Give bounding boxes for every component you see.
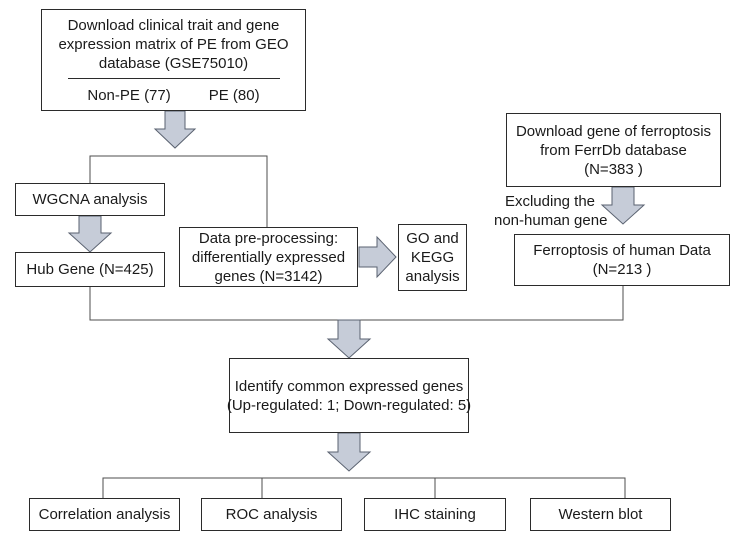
roc-analysis-box: ROC analysis [201, 498, 342, 531]
go-kegg-line1: GO and [406, 230, 459, 247]
go-kegg-line2: KEGG [410, 249, 455, 266]
preprocessing-line1: Data pre-processing: [198, 229, 339, 247]
ferroptosis-human-line2: (N=213 ) [592, 261, 652, 278]
go-kegg-line3: analysis [405, 268, 460, 285]
arrow-ferrdb-down [600, 186, 646, 225]
hub-gene-label: Hub Gene (N=425) [26, 261, 154, 278]
excluding-note: Excluding the non-human gene [494, 192, 608, 230]
excluding-line2: non-human gene [494, 212, 608, 229]
geo-title-line2: expression matrix of PE from GEO [58, 35, 289, 53]
excluding-line1: Excluding the [504, 193, 596, 210]
preprocessing-line3: genes (N=3142) [214, 267, 323, 285]
ihc-staining-box: IHC staining [364, 498, 506, 531]
connector-merge [89, 286, 624, 321]
arrow-to-go-kegg [358, 235, 397, 279]
common-genes-line2: (Up-regulated: 1; Down-regulated: 5) [226, 396, 472, 414]
wgcna-label: WGCNA analysis [32, 191, 148, 208]
roc-analysis-label: ROC analysis [225, 506, 318, 523]
arrow-merge-down [326, 319, 372, 359]
ferrdb-line3: (N=383 ) [584, 160, 643, 178]
ferrdb-download-box: Download gene of ferroptosis from FerrDb… [506, 113, 721, 187]
geo-title-line3: database (GSE75010) [98, 54, 249, 72]
ihc-staining-label: IHC staining [394, 506, 476, 523]
geo-download-box: Download clinical trait and gene express… [41, 9, 306, 111]
geo-groups: Non-PE (77) PE (80) [87, 86, 259, 105]
go-kegg-box: GO and KEGG analysis [398, 224, 467, 291]
ferroptosis-human-line1: Ferroptosis of human Data [533, 242, 711, 259]
arrow-geo-down [153, 110, 197, 149]
hub-gene-box: Hub Gene (N=425) [15, 252, 165, 287]
connector-bottom-split [102, 477, 626, 498]
ferrdb-line2: from FerrDb database [540, 141, 687, 159]
correlation-analysis-label: Correlation analysis [38, 506, 171, 523]
arrow-common-down [326, 432, 372, 472]
geo-group-non-pe: Non-PE (77) [87, 86, 171, 104]
common-genes-box: Identify common expressed genes (Up-regu… [226, 358, 472, 433]
wgcna-box: WGCNA analysis [15, 183, 165, 216]
geo-group-pe: PE (80) [208, 86, 260, 104]
ferroptosis-human-box: Ferroptosis of human Data (N=213 ) [514, 234, 730, 286]
geo-divider [67, 77, 280, 79]
correlation-analysis-box: Correlation analysis [29, 498, 180, 531]
geo-title-line1: Download clinical trait and gene [67, 16, 280, 34]
preprocessing-box: Data pre-processing: differentially expr… [179, 227, 358, 287]
western-blot-label: Western blot [558, 506, 643, 523]
western-blot-box: Western blot [530, 498, 671, 531]
ferrdb-line1: Download gene of ferroptosis [515, 122, 712, 140]
preprocessing-line2: differentially expressed [191, 248, 346, 266]
common-genes-line1: Identify common expressed genes [234, 377, 464, 395]
arrow-wgcna-down [67, 215, 113, 253]
